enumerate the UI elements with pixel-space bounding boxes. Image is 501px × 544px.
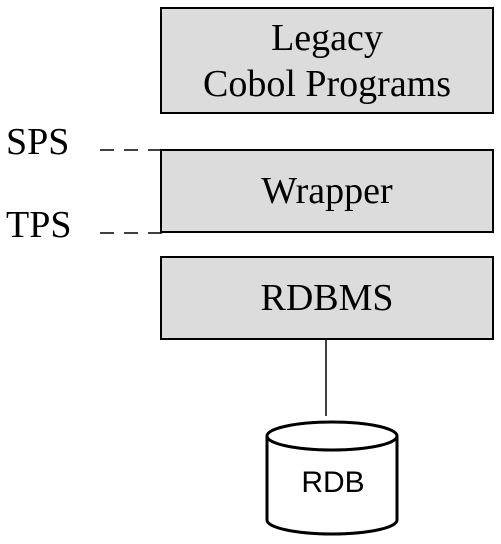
legacy-box-line2: Cobol Programs [202, 62, 452, 105]
legacy-box-line1: Legacy [271, 16, 383, 59]
wrapper-box-label: Wrapper [261, 170, 393, 212]
tps-label: TPS [6, 204, 72, 246]
sps-label: SPS [6, 121, 70, 163]
legacy-cobol-programs-box: Legacy Cobol Programs [160, 7, 494, 114]
rdbms-box: RDBMS [160, 256, 494, 340]
database-cylinder-icon [265, 420, 399, 536]
rdb-label: RDB [301, 466, 365, 499]
rdbms-box-label: RDBMS [260, 277, 394, 319]
wrapper-box: Wrapper [160, 149, 494, 233]
